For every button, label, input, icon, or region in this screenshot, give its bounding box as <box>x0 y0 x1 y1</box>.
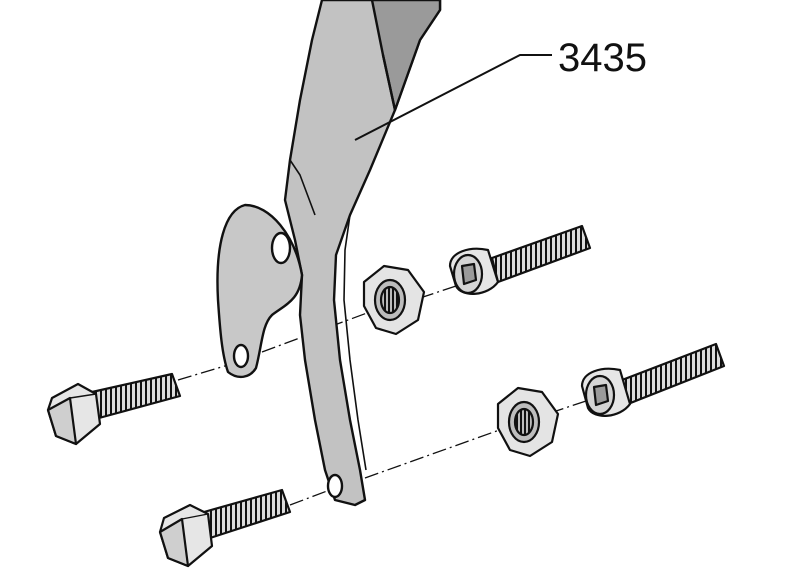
lower-socket-screw <box>580 342 726 417</box>
lower-hex-bolt <box>158 488 292 568</box>
lower-hex-nut <box>496 386 560 458</box>
part-number-label: 3435 <box>558 36 647 80</box>
upper-socket-screw <box>448 224 592 295</box>
callout-leader <box>354 54 552 141</box>
tool-arm <box>216 0 442 507</box>
upper-hex-nut <box>362 264 426 336</box>
upper-hex-bolt <box>46 372 182 446</box>
